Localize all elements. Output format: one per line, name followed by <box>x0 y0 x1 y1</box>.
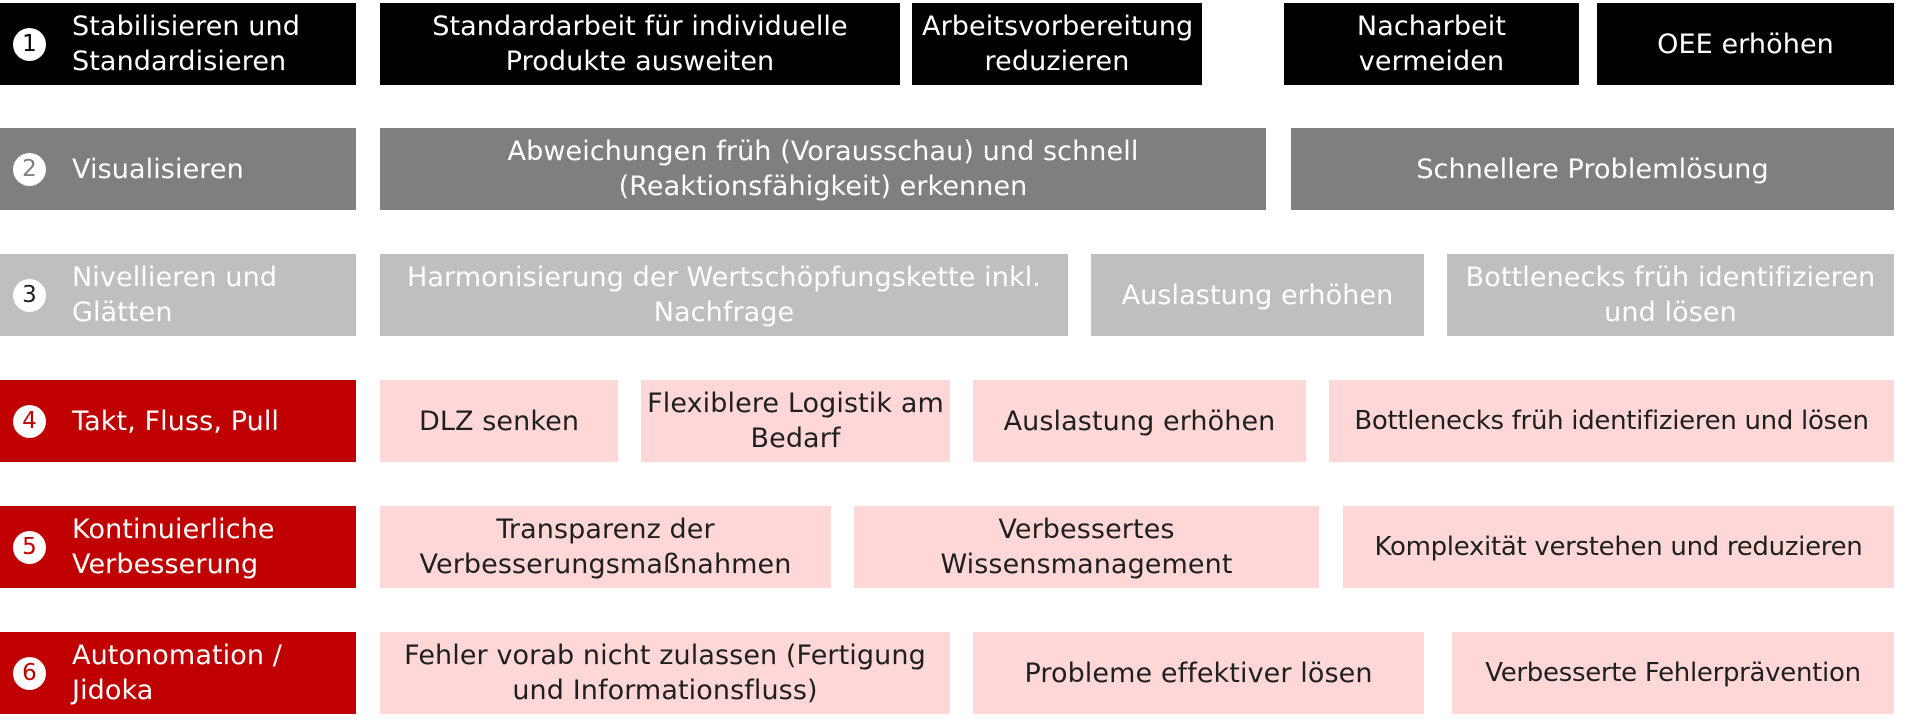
row-number: 4 <box>22 408 37 434</box>
goal-text: Bottlenecks früh identifizieren und löse… <box>1465 262 1876 328</box>
goal-text: Bottlenecks früh identifizieren und löse… <box>1354 405 1869 436</box>
row-label: Nivellieren und Glätten <box>72 262 278 328</box>
row-1: 1 Stabilisieren und Standardisieren Stan… <box>0 3 1909 85</box>
row-label: Kontinuierliche Verbesserung <box>72 514 275 580</box>
goal-text: Auslastung erhöhen <box>1121 279 1394 311</box>
goal-box: Nacharbeit vermeiden <box>1284 3 1579 85</box>
goal-box: Flexiblere Logistik am Bedarf <box>641 380 950 462</box>
goal-text: Verbesserte Fehlerprävention <box>1485 657 1861 688</box>
goal-box: Verbessertes Wissensmanagement <box>854 506 1319 588</box>
goal-box: DLZ senken <box>380 380 618 462</box>
row-number: 3 <box>22 282 37 308</box>
row-4: 4 Takt, Fluss, Pull DLZ senken Flexibler… <box>0 380 1909 462</box>
goal-text: Schnellere Problemlösung <box>1416 153 1769 185</box>
goal-text: Abweichungen früh (Vorausschau) und schn… <box>507 136 1139 202</box>
number-5-circle-icon: 5 <box>13 531 46 564</box>
row-number: 2 <box>22 156 37 182</box>
goal-box: Transparenz der Verbesserungsmaßnahmen <box>380 506 831 588</box>
number-1-circle-icon: 1 <box>13 28 46 61</box>
row-number: 6 <box>22 660 37 686</box>
goal-text: Arbeitsvorbereitung reduzieren <box>922 11 1194 77</box>
row-label: Autonomation / Jidoka <box>72 640 282 706</box>
goal-box: Verbesserte Fehlerprävention <box>1452 632 1894 714</box>
row-label-box: 2 Visualisieren <box>0 128 356 210</box>
row-label-box: 4 Takt, Fluss, Pull <box>0 380 356 462</box>
goal-box: Auslastung erhöhen <box>973 380 1306 462</box>
number-6-circle-icon: 6 <box>13 657 46 690</box>
goal-text: Fehler vorab nicht zulassen (Fertigung u… <box>404 640 926 706</box>
goal-text: Standardarbeit für individuelle Produkte… <box>432 11 848 77</box>
goal-text: Nacharbeit vermeiden <box>1356 11 1507 77</box>
goal-text: Probleme effektiver lösen <box>1024 657 1373 689</box>
number-3-circle-icon: 3 <box>13 279 46 312</box>
row-label: Visualisieren <box>72 153 244 185</box>
goal-text: DLZ senken <box>418 405 580 437</box>
goal-box: Bottlenecks früh identifizieren und löse… <box>1447 254 1894 336</box>
goal-text: Flexiblere Logistik am Bedarf <box>647 388 944 454</box>
goal-box: Arbeitsvorbereitung reduzieren <box>912 3 1202 85</box>
goal-text: Verbessertes Wissensmanagement <box>940 514 1233 580</box>
number-2-circle-icon: 2 <box>13 153 46 186</box>
goal-box: OEE erhöhen <box>1597 3 1894 85</box>
goal-box: Bottlenecks früh identifizieren und löse… <box>1329 380 1894 462</box>
row-5: 5 Kontinuierliche Verbesserung Transpare… <box>0 506 1909 588</box>
row-label-box: 6 Autonomation / Jidoka <box>0 632 356 714</box>
row-label-box: 5 Kontinuierliche Verbesserung <box>0 506 356 588</box>
row-6: 6 Autonomation / Jidoka Fehler vorab nic… <box>0 632 1909 714</box>
goal-text: Komplexität verstehen und reduzieren <box>1374 531 1863 562</box>
goal-box: Abweichungen früh (Vorausschau) und schn… <box>380 128 1266 210</box>
goal-box: Probleme effektiver lösen <box>973 632 1424 714</box>
goal-box: Auslastung erhöhen <box>1091 254 1424 336</box>
row-2: 2 Visualisieren Abweichungen früh (Vorau… <box>0 128 1909 210</box>
row-label-box: 3 Nivellieren und Glätten <box>0 254 356 336</box>
goal-box: Fehler vorab nicht zulassen (Fertigung u… <box>380 632 950 714</box>
goal-box: Standardarbeit für individuelle Produkte… <box>380 3 900 85</box>
goal-text: Auslastung erhöhen <box>1003 405 1276 437</box>
row-label: Stabilisieren und Standardisieren <box>72 11 300 77</box>
row-number: 1 <box>22 31 37 57</box>
number-4-circle-icon: 4 <box>13 405 46 438</box>
goal-text: OEE erhöhen <box>1657 28 1834 60</box>
goal-box: Schnellere Problemlösung <box>1291 128 1894 210</box>
goal-text: Transparenz der Verbesserungsmaßnahmen <box>419 514 792 580</box>
row-3: 3 Nivellieren und Glätten Harmonisierung… <box>0 254 1909 336</box>
row-label-box: 1 Stabilisieren und Standardisieren <box>0 3 356 85</box>
goal-box: Harmonisierung der Wertschöpfungskette i… <box>380 254 1068 336</box>
goal-box: Komplexität verstehen und reduzieren <box>1343 506 1894 588</box>
row-number: 5 <box>22 534 37 560</box>
goal-text: Harmonisierung der Wertschöpfungskette i… <box>407 262 1041 328</box>
row-label: Takt, Fluss, Pull <box>72 405 280 437</box>
